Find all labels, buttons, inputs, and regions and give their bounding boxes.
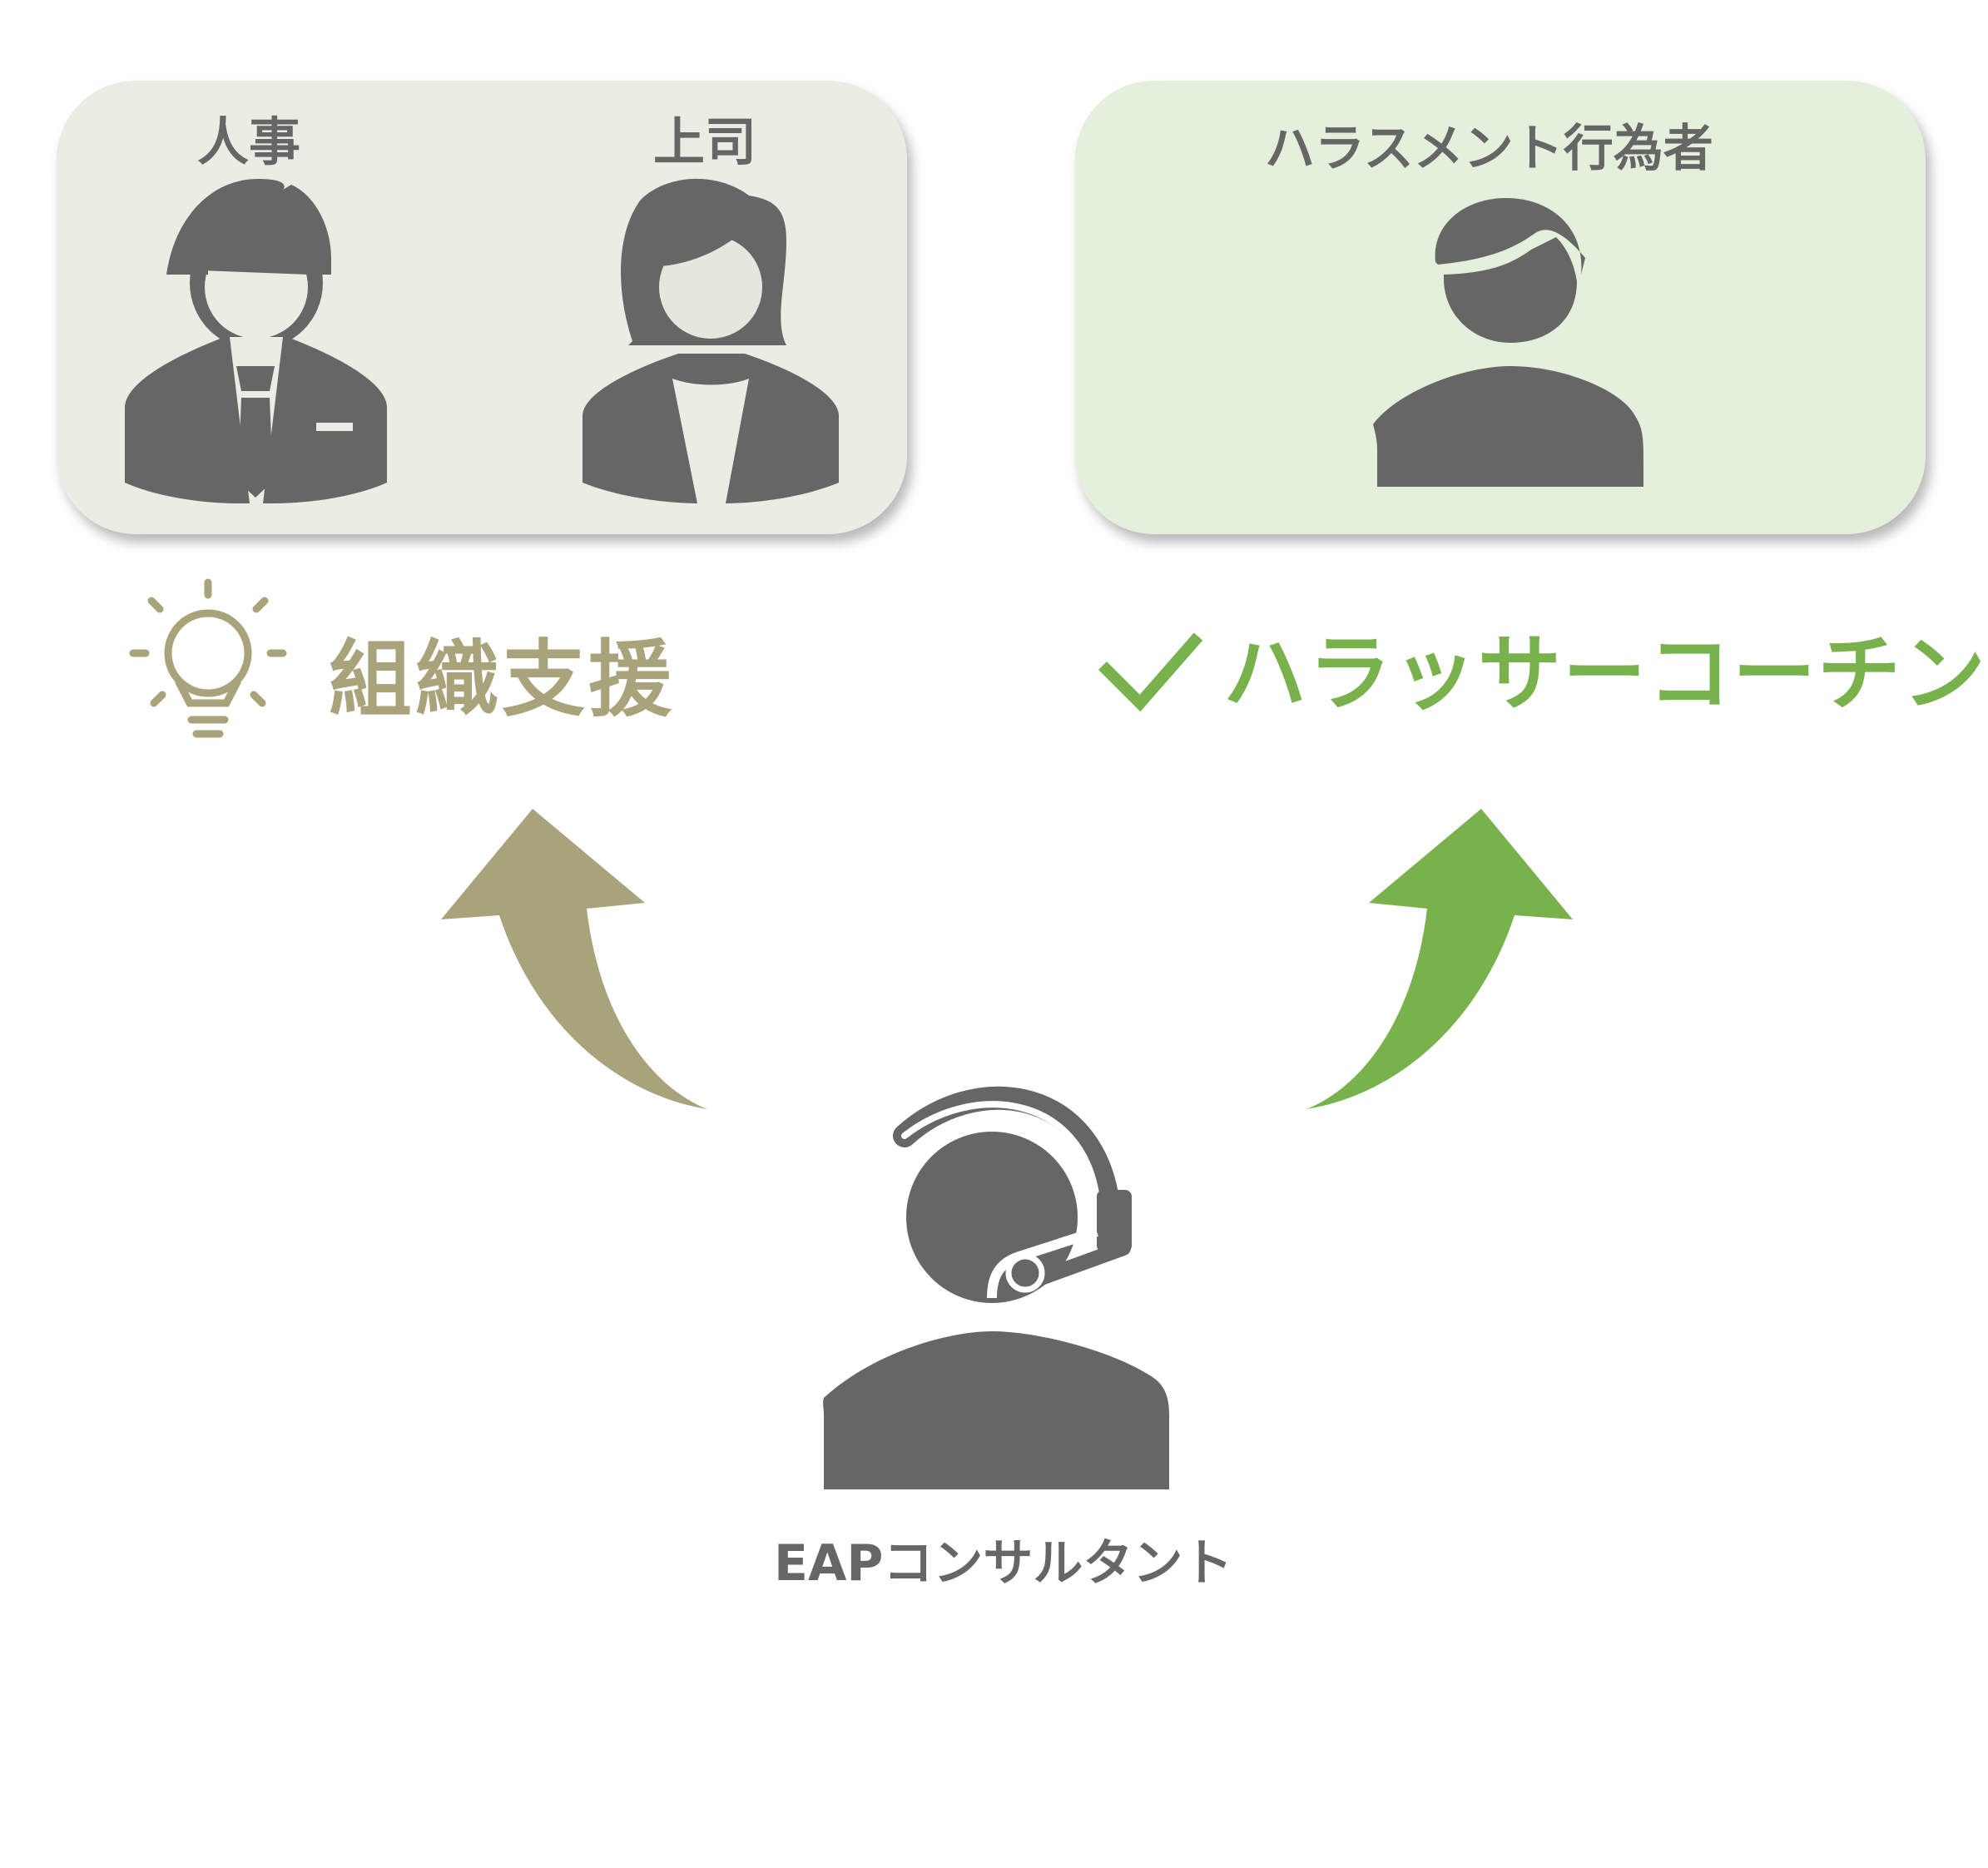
arrow-to-organization [441, 809, 707, 1109]
boss-label: 上司 [653, 111, 757, 172]
coaching-label: ハラッサーコーチング [1223, 625, 1988, 722]
harasser-label: ハラスメント行為者 [1265, 120, 1713, 178]
checkmark-icon [1098, 632, 1203, 712]
lightbulb-icon [129, 578, 287, 738]
hr-label: 人事 [197, 111, 301, 172]
harasser-person-icon [1373, 198, 1643, 487]
headset-person-icon [823, 1086, 1169, 1489]
boss-person-icon [583, 178, 839, 503]
hr-person-icon [125, 179, 387, 503]
consultant-label: EAPコンサルタント [774, 1534, 1233, 1593]
arrow-to-harasser [1306, 809, 1573, 1109]
org-support-label: 組織支援 [329, 631, 675, 728]
